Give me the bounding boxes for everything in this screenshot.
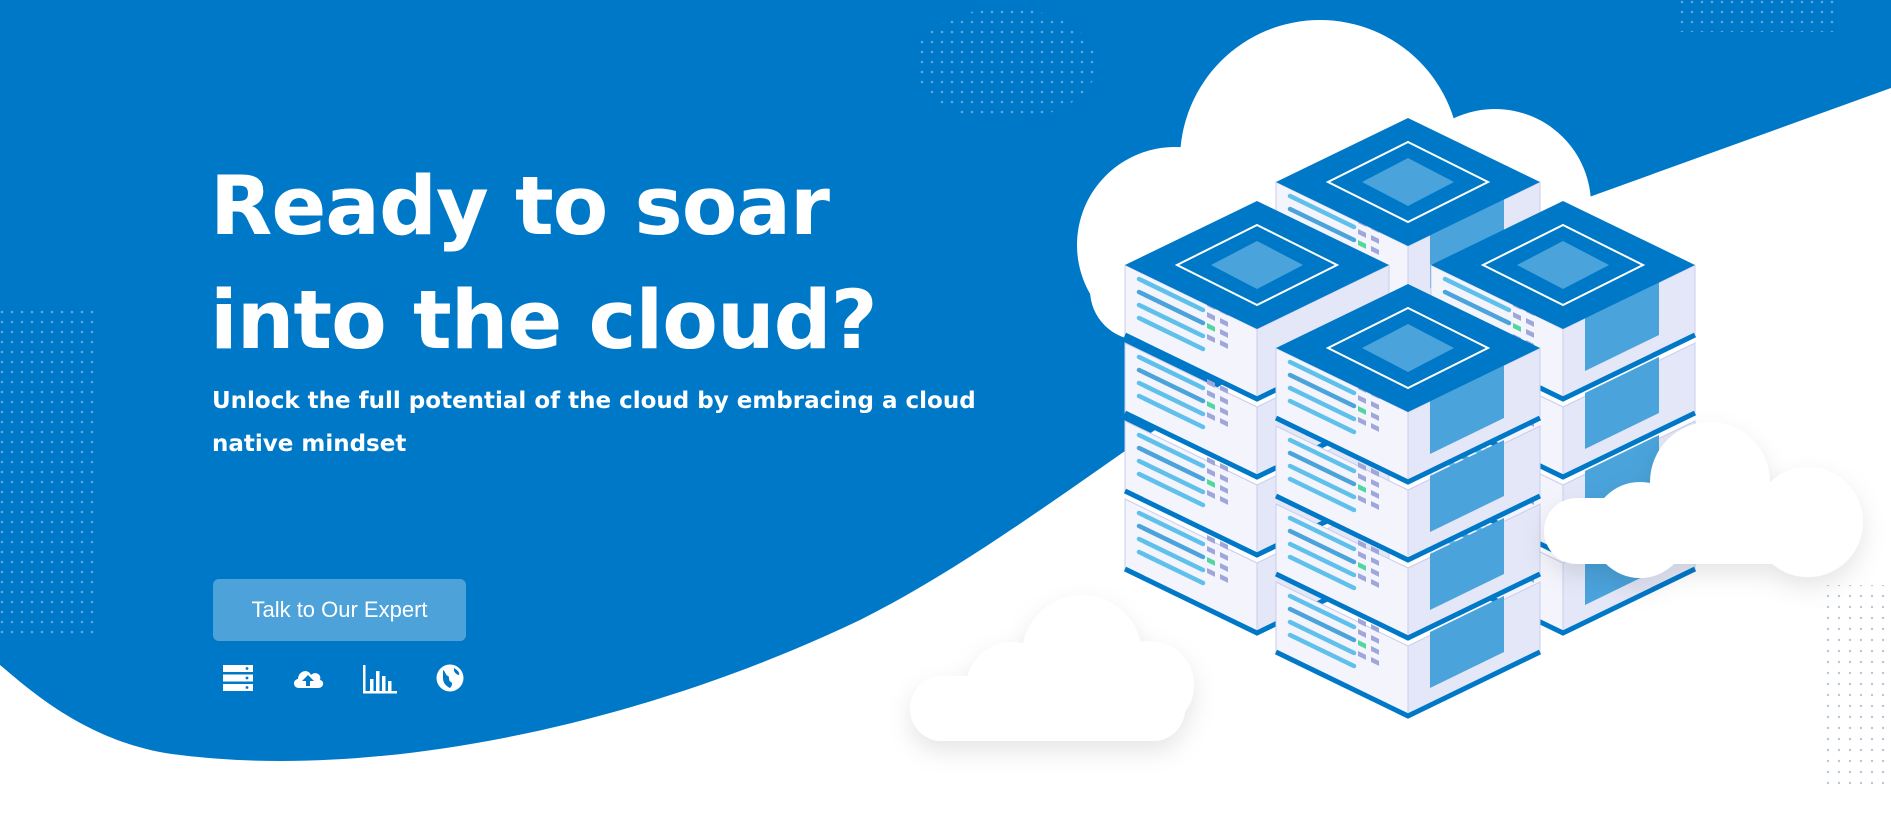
hero-title-line-1: Ready to soar [210, 160, 830, 254]
hero-title: Ready to soar into the cloud? [210, 150, 878, 378]
dot-pattern-top [913, 8, 1097, 120]
dot-pattern-right [1818, 585, 1891, 785]
hero-title-line-2: into the cloud? [210, 274, 878, 368]
cloud-upload-icon [290, 661, 326, 695]
server-rack-icon [221, 661, 257, 695]
bar-chart-icon [362, 661, 398, 695]
dot-pattern-corner [1680, 0, 1840, 32]
globe-icon [433, 661, 469, 695]
dot-pattern-left [0, 310, 98, 640]
talk-to-expert-button[interactable]: Talk to Our Expert [213, 579, 466, 641]
hero-subtitle: Unlock the full potential of the cloud b… [212, 388, 976, 457]
feature-icon-row [221, 661, 471, 695]
